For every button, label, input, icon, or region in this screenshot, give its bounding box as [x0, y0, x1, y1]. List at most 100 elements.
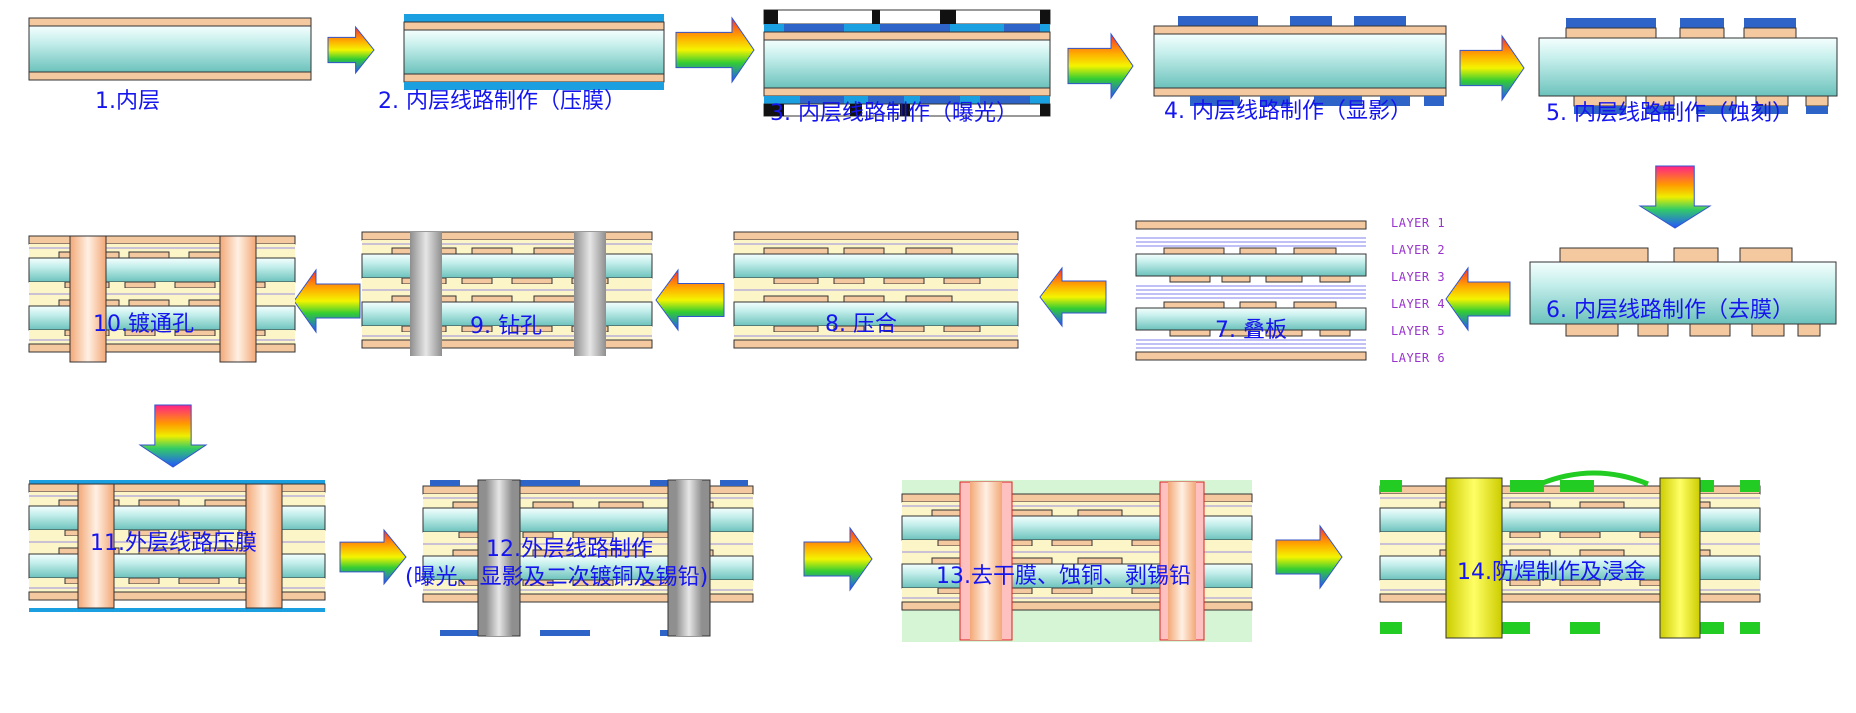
- step-12-label: 12.外层线路制作: [486, 537, 653, 562]
- inner-trace: [174, 281, 216, 289]
- outer-dry-film-top: [29, 480, 325, 484]
- step-14-panel: [1379, 470, 1761, 639]
- inner-trace: [883, 277, 925, 285]
- mask-opaque-bottom: [900, 104, 910, 116]
- inner-trace: [128, 577, 160, 585]
- inner-trace: [905, 295, 953, 303]
- inner-core: [733, 301, 1019, 327]
- layer-2-label: LAYER 2: [1391, 243, 1446, 257]
- inner-trace: [1011, 509, 1053, 517]
- inner-trace: [124, 281, 156, 289]
- arrow-5-to-6: [1638, 165, 1712, 229]
- inner-trace: [773, 325, 819, 333]
- solder-mask-top: [1510, 480, 1544, 492]
- step-4-label: 4. 内层线路制作（显影）: [1164, 99, 1412, 124]
- layer-3-trace: [1265, 275, 1303, 283]
- outer-copper-foil: [733, 339, 1019, 349]
- trace-bottom: [1565, 323, 1619, 337]
- outer-copper-foil: [1379, 593, 1761, 603]
- layer-3-trace: [1221, 275, 1251, 283]
- layer-5-label: LAYER 5: [1391, 324, 1446, 338]
- outer-copper-foil: [361, 231, 653, 241]
- step-9-panel: [361, 231, 653, 356]
- tin-lead-plating-2: [676, 480, 702, 636]
- arrow-7-to-8: [1039, 266, 1107, 328]
- inner-trace: [1509, 501, 1551, 509]
- resist-top: [1680, 18, 1724, 28]
- etched-trace-top: [1565, 27, 1657, 39]
- inner-trace: [138, 499, 180, 507]
- inner-trace: [833, 277, 865, 285]
- prepreg-layer: [29, 330, 295, 336]
- step-8-panel: [733, 231, 1019, 349]
- inner-trace: [204, 499, 250, 507]
- mask-opaque-bottom: [764, 104, 784, 116]
- copper-foil-bottom: [403, 73, 665, 83]
- outer-copper-foil: [901, 601, 1253, 611]
- layer-4-trace: [1163, 301, 1225, 309]
- prepreg-layer: [362, 326, 652, 332]
- inner-trace: [511, 277, 553, 285]
- prepreg-layer: [734, 326, 1018, 332]
- layer-2-trace: [1239, 247, 1277, 255]
- layer-3-trace: [1169, 275, 1211, 283]
- solder-mask-bottom: [1500, 622, 1530, 634]
- prepreg-layer: [1380, 550, 1760, 556]
- layer-3-label: LAYER 3: [1391, 270, 1446, 284]
- inner-trace: [471, 247, 513, 255]
- plated-through-hole-1: [77, 483, 115, 609]
- copper-foil-bottom: [763, 87, 1051, 97]
- copper-foil-top: [1153, 25, 1447, 35]
- inner-trace: [943, 325, 981, 333]
- drilled-hole-1: [410, 232, 442, 356]
- plated-through-hole-2: [219, 235, 257, 363]
- step-7-label: 7. 叠板: [1215, 318, 1287, 343]
- resist-pattern-top: [1290, 16, 1332, 26]
- etched-trace-top: [1743, 27, 1797, 39]
- inner-trace: [905, 247, 953, 255]
- step-1-label: 1.内层: [95, 89, 160, 114]
- exposed-film-top: [880, 24, 950, 32]
- resist-bottom: [1696, 106, 1736, 114]
- outer-resist-top: [720, 480, 748, 486]
- arrow-10-to-11: [138, 404, 208, 468]
- step-11-label: 11.外层线路压膜: [90, 531, 257, 556]
- inner-trace: [763, 295, 829, 303]
- dry-film-bottom: [404, 82, 664, 90]
- prepreg-layer: [29, 530, 325, 536]
- solder-mask-bottom: [1740, 622, 1760, 634]
- step-2-panel: [403, 14, 665, 90]
- solder-mask-top: [1740, 480, 1760, 492]
- photomask-top: [763, 9, 1051, 25]
- resist-top: [1744, 18, 1796, 28]
- arrow-12-to-13: [803, 526, 873, 592]
- arrow-1-to-2: [327, 25, 375, 75]
- resist-pattern-bottom: [1314, 96, 1362, 106]
- outer-resist-bottom: [540, 630, 590, 636]
- dry-film-top: [404, 14, 664, 22]
- solder-mask-top: [1380, 480, 1402, 492]
- tin-lead-plating-1: [486, 480, 512, 636]
- solder-mask-bottom: [1570, 622, 1600, 634]
- outer-resist-bottom: [440, 630, 480, 636]
- layer-1-copper-foil: [1135, 220, 1367, 230]
- trace-bottom: [1689, 323, 1731, 337]
- resist-bottom: [1756, 106, 1788, 114]
- outer-resist-top: [520, 480, 580, 486]
- step-12-sublabel: (曝光、显影及二次镀铜及锡铅): [405, 565, 709, 590]
- inner-core: [733, 253, 1019, 279]
- layer-5-trace: [1169, 329, 1211, 337]
- layer-6-copper-foil: [1135, 351, 1367, 361]
- arrow-4-to-5: [1459, 34, 1525, 102]
- plated-through-hole-2: [245, 483, 283, 609]
- trace-top: [1673, 247, 1719, 263]
- core-laminate: [763, 39, 1051, 89]
- exposed-film-bottom: [868, 96, 904, 104]
- inner-trace: [943, 277, 981, 285]
- step-14-label: 14.防焊制作及浸金: [1457, 560, 1646, 585]
- layer-4-label: LAYER 4: [1391, 297, 1446, 311]
- hole-plating-2: [1168, 482, 1196, 640]
- step-5-panel: [1538, 18, 1838, 114]
- arrow-6-to-7: [1445, 266, 1511, 332]
